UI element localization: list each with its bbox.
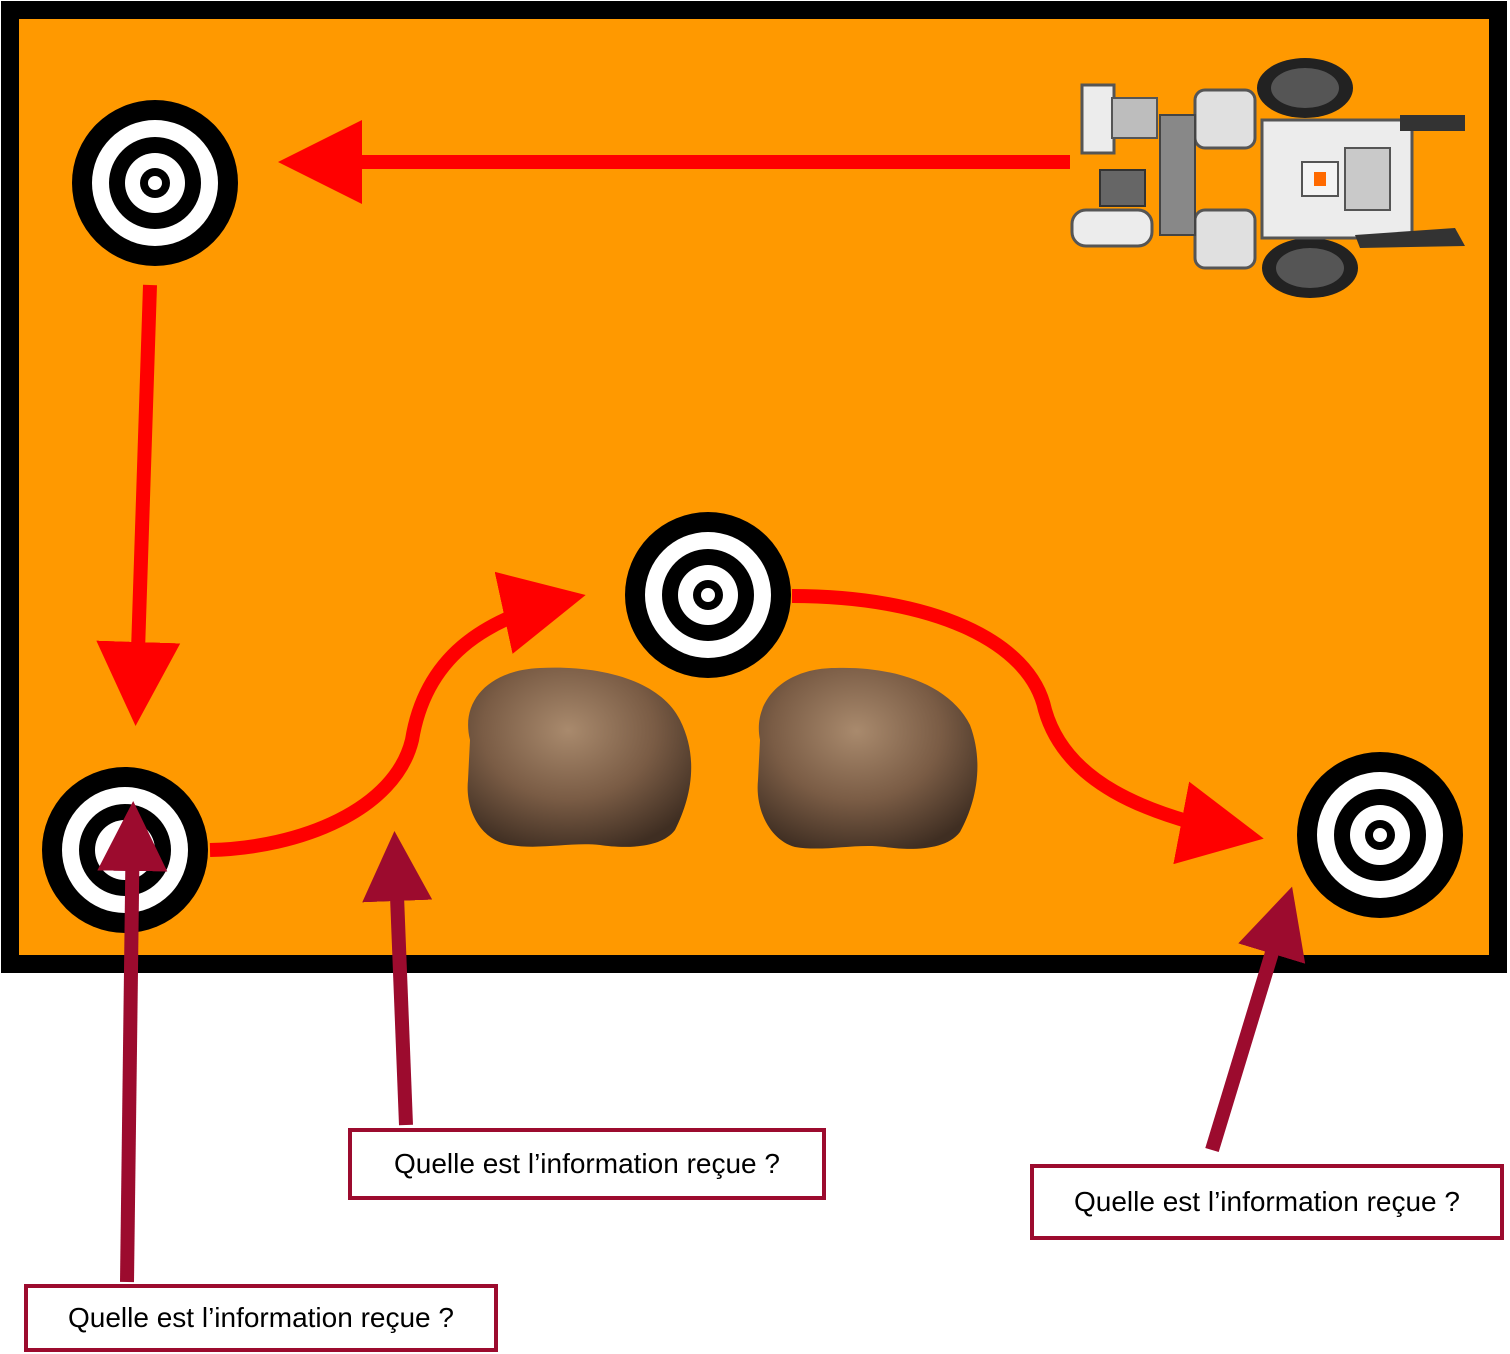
pointer-arrow-3 xyxy=(127,815,133,1282)
target-icon xyxy=(72,100,238,266)
rock-icon xyxy=(468,668,692,847)
question-label: Quelle est l’information reçue ? xyxy=(1030,1164,1504,1240)
target-icon xyxy=(625,512,791,678)
question-label: Quelle est l’information reçue ? xyxy=(24,1284,498,1352)
question-label: Quelle est l’information reçue ? xyxy=(348,1128,826,1200)
target-icon xyxy=(1297,752,1463,918)
